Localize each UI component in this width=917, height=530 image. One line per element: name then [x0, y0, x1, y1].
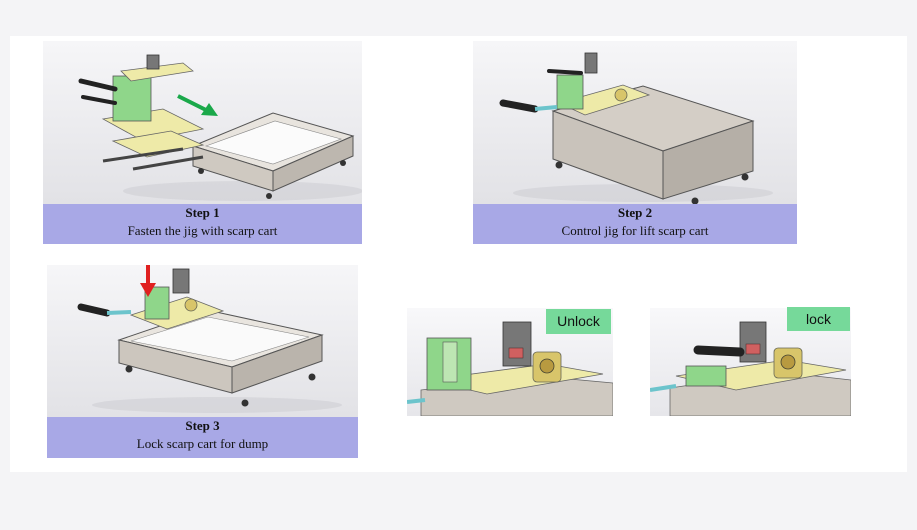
step1-description: Fasten the jig with scarp cart — [127, 223, 278, 238]
step1-caption: Step 1 Fasten the jig with scarp cart — [43, 204, 362, 244]
step2-render — [473, 41, 797, 204]
step2-title: Step 2 — [617, 205, 653, 220]
step1-render — [43, 41, 362, 204]
unlock-detail-render — [407, 308, 613, 416]
red-arrow-icon — [140, 265, 156, 297]
green-arrow-icon — [177, 94, 218, 116]
step3-caption: Step 3 Lock scarp cart for dump — [47, 417, 358, 458]
step3-title: Step 3 — [185, 418, 220, 433]
step3-render — [47, 265, 358, 417]
step2-description: Control jig for lift scarp cart — [561, 223, 709, 238]
step1-title: Step 1 — [185, 205, 220, 220]
step2-caption: Step 2 Control jig for lift scarp cart — [473, 204, 797, 244]
unlock-label: Unlock — [546, 309, 611, 334]
step3-description: Lock scarp cart for dump — [136, 436, 269, 451]
lock-label: lock — [787, 307, 850, 331]
